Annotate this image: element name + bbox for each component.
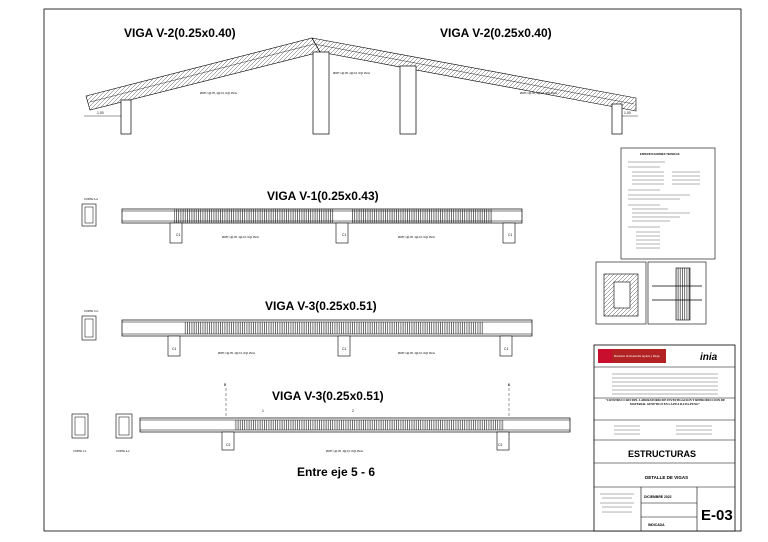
beam-v2-left-title: VIGA V-2(0.25x0.40) [124, 26, 236, 40]
stirrup-note: Ø3/8",1@.05, 4@.10, R@.15c/e [222, 235, 260, 239]
beam-v1-title: VIGA V-1(0.25x0.43) [267, 189, 379, 203]
column-label: C2 [226, 443, 230, 447]
column [496, 431, 510, 451]
column-label: C1 [508, 233, 512, 237]
axis-label-5: 5 [224, 383, 226, 387]
section-a-a-stirrup [84, 206, 94, 224]
column-label: C1 [176, 233, 180, 237]
section-a-a-label: CORTE A-A [84, 197, 98, 201]
specs-title: ESPECIFICACIONES TECNICAS [640, 152, 680, 156]
beam-v3b-caption: Entre eje 5 - 6 [297, 465, 375, 479]
column [335, 222, 349, 244]
beam-v2-elevation: VIGA V-2(0.25x0.40) VIGA V-2(0.25x0.40) … [84, 26, 638, 135]
technical-specifications-panel: ESPECIFICACIONES TECNICAS [620, 147, 716, 260]
beam-v2-right-slope [311, 37, 637, 112]
specialty: ESTRUCTURAS [628, 449, 696, 459]
title-block-frame [593, 344, 736, 532]
specs-frame [620, 147, 716, 260]
column [611, 103, 623, 135]
dimension-left: 1.00 [97, 111, 104, 115]
beam-v3b-title: VIGA V-3(0.25x0.51) [272, 389, 384, 403]
column [169, 222, 183, 244]
responsible-lines [614, 425, 712, 435]
axis-label-6: 6 [508, 383, 510, 387]
drawing-date: DICIEMBRE 2022 [644, 495, 672, 499]
column [167, 335, 181, 357]
ministry-banner [612, 349, 666, 363]
beam-v3b-stirrups [234, 420, 504, 430]
section-c-c-stirrup [84, 318, 94, 338]
ministry-name: Ministerio de Desarrollo Agrario y Riego [614, 354, 660, 358]
section-mark-1: 1 [262, 409, 264, 413]
beam-v3-stirrups [184, 322, 484, 334]
stirrup-note: Ø3/8",1@.05, 4@.10, R@.15c/e [398, 235, 436, 239]
section-1-1-stirrup [74, 416, 86, 436]
column [221, 431, 235, 451]
column [499, 335, 513, 357]
beam-v1-stirrups [174, 209, 334, 223]
column-label: C1 [504, 347, 508, 351]
column-label: C1 [172, 347, 176, 351]
inia-logo: inia [700, 352, 718, 363]
stirrup-note: Ø3/8",1@.05, 4@.10, R@.15c/e [333, 71, 371, 75]
specs-lines [628, 161, 700, 249]
column [120, 99, 132, 135]
beam-v2-left-rebar [89, 43, 315, 103]
description-lines [612, 373, 718, 395]
section-2-2-label: CORTE 2-2 [116, 449, 130, 453]
section-c-c-label: CORTE C-C [84, 309, 98, 313]
column [337, 335, 351, 357]
peru-flag-logo [598, 349, 612, 363]
detail-core [613, 281, 631, 309]
section-2-2 [115, 413, 133, 439]
beam-v1-elevation: VIGA V-1(0.25x0.43) CORTE A-A C1 C1 C1 Ø… [81, 189, 523, 244]
stirrup-note: Ø3/8",1@.05, 4@.10, R@.15c/e [326, 449, 364, 453]
sheet-code: E-03 [701, 507, 733, 524]
section-2-2-stirrup [118, 416, 130, 436]
beam-v3-title: VIGA V-3(0.25x0.51) [265, 299, 377, 313]
signature-lines [600, 493, 634, 513]
stirrup-note: Ø3/8",1@.05, 4@.10, R@.15c/e [398, 351, 436, 355]
section-1-1-label: CORTE 1-1 [73, 449, 87, 453]
section-1-1 [71, 413, 89, 439]
sheet-title: DETALLE DE VIGAS [645, 475, 688, 480]
section-mark-2: 2 [352, 409, 354, 413]
project-name-box: "CONSTRUCCION DEL LABORATORIO DE INVESTI… [605, 399, 725, 406]
column-label: C1 [342, 233, 346, 237]
title-block: Ministerio de Desarrollo Agrario y Riego… [593, 344, 736, 532]
beam-v2-right-title: VIGA V-2(0.25x0.40) [440, 26, 552, 40]
column [312, 51, 330, 135]
beam-v1-stirrups [352, 209, 492, 223]
column-label: C2 [498, 443, 502, 447]
column [502, 222, 516, 244]
beam-v3-elevation: VIGA V-3(0.25x0.51) CORTE C-C C1 C1 C1 Ø… [81, 299, 533, 357]
stirrup-note: Ø3/8",1@.05, 4@.10, R@.15c/e [520, 91, 558, 95]
beam-v2-right-rebar [313, 43, 635, 105]
section-c-c [81, 315, 97, 341]
connection-details [595, 261, 707, 325]
dimension-right: 1.00 [624, 111, 631, 115]
stirrup-note: Ø3/8",1@.05, 4@.10, R@.15c/e [200, 91, 238, 95]
column-label: C1 [342, 347, 346, 351]
beam-v3-axes-5-6-elevation: VIGA V-3(0.25x0.51) 5 6 CORTE 1-1 CORTE … [71, 383, 571, 479]
project-name: "CONSTRUCCION DEL LABORATORIO DE INVESTI… [605, 399, 725, 406]
detail-column [675, 267, 691, 321]
stirrup-note: Ø3/8",1@.05, 4@.10, R@.15c/e [218, 351, 256, 355]
column [399, 65, 417, 135]
section-a-a [81, 203, 97, 227]
drawing-scale: INDICADA [648, 523, 665, 527]
